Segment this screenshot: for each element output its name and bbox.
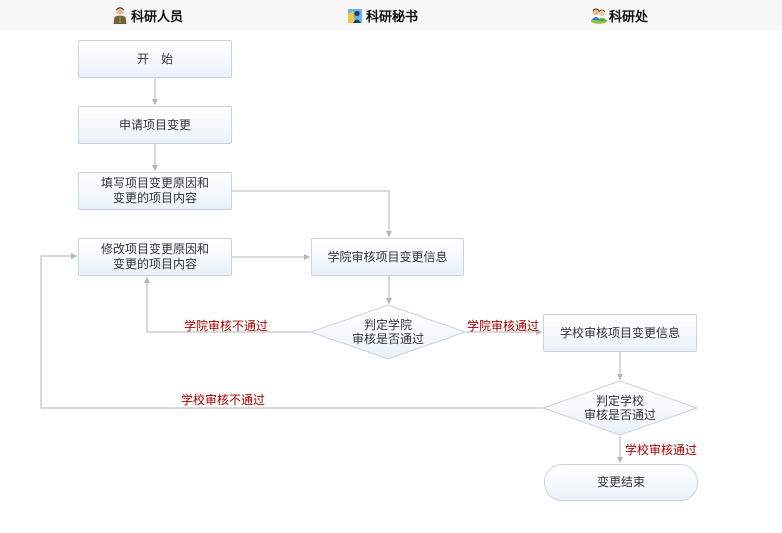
researcher-icon	[112, 6, 128, 24]
research-office-icon	[590, 6, 607, 24]
node-label: 学院审核项目变更信息	[327, 249, 448, 264]
lane-title-text: 科研人员	[131, 9, 184, 25]
node-label: 变更结束	[596, 475, 645, 489]
node-end[interactable]: 变更结束	[544, 464, 698, 501]
node-college-review[interactable]: 学院审核项目变更信息	[311, 238, 464, 276]
lane-title-text: 科研秘书	[366, 9, 419, 25]
node-apply-change[interactable]: 申请项目变更	[78, 106, 232, 144]
node-start[interactable]: 开 始	[78, 40, 232, 78]
node-modify-reason[interactable]: 修改项目变更原因和 变更的项目内容	[78, 238, 232, 276]
swimlane-header: 科研人员 科研秘书 科研处	[0, 0, 782, 30]
node-label: 开 始	[136, 51, 173, 66]
label-school-pass: 学校审核通过	[625, 443, 698, 457]
node-school-decision[interactable]: 判定学校 审核是否通过	[543, 381, 697, 435]
lane-secretary: 科研秘书	[347, 6, 419, 25]
label-school-fail: 学校审核不通过	[181, 393, 266, 407]
node-label: 填写项目变更原因和 变更的项目内容	[100, 176, 209, 205]
node-label: 学校审核项目变更信息	[559, 325, 680, 340]
edge-school-fail	[40, 253, 543, 409]
label-college-pass: 学院审核通过	[467, 319, 540, 333]
node-fill-reason[interactable]: 填写项目变更原因和 变更的项目内容	[78, 172, 232, 210]
edge-fill-college-review	[232, 190, 392, 237]
lane-title-text: 科研处	[609, 9, 649, 25]
lane-researcher: 科研人员	[112, 6, 184, 25]
label-college-fail: 学院审核不通过	[184, 319, 269, 333]
node-college-decision[interactable]: 判定学院 审核是否通过	[311, 305, 465, 359]
node-label: 申请项目变更	[118, 117, 191, 132]
node-label: 修改项目变更原因和 变更的项目内容	[100, 242, 209, 271]
school-decision-shape	[541, 380, 699, 436]
secretary-icon	[347, 6, 363, 24]
node-label: 判定学校 审核是否通过	[583, 394, 656, 422]
lane-research-office: 科研处	[590, 6, 649, 25]
node-label: 判定学院 审核是否通过	[351, 318, 424, 346]
edge-college-fail	[144, 277, 311, 333]
college-decision-shape	[309, 304, 467, 360]
node-school-review[interactable]: 学校审核项目变更信息	[543, 314, 697, 352]
